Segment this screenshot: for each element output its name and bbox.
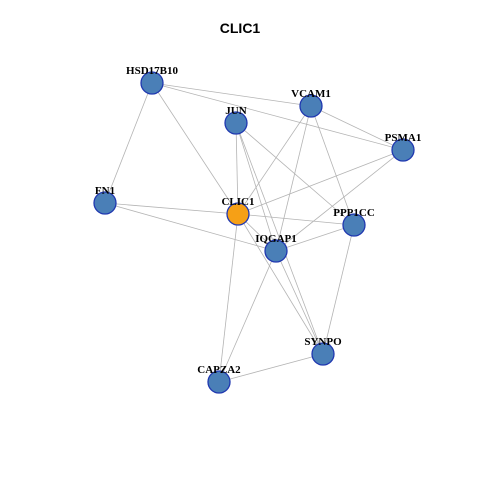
edge-hsd17b10-fn1 (104, 82, 153, 204)
node-clic1 (226, 202, 250, 226)
edge-iqgap1-synpo (275, 250, 324, 355)
node-label-jun: JUN (225, 105, 246, 117)
node-iqgap1 (264, 239, 288, 263)
node-label-capza2: CAPZA2 (197, 364, 241, 376)
node-synpo (311, 342, 335, 366)
edge-psma1-clic1 (237, 149, 404, 215)
node-label-clic1: CLIC1 (221, 196, 254, 208)
node-fn1 (93, 191, 117, 215)
edge-vcam1-iqgap1 (275, 105, 312, 252)
node-vcam1 (299, 94, 323, 118)
edge-fn1-clic1 (104, 202, 239, 215)
edge-iqgap1-ppp1cc (275, 224, 355, 252)
edge-synpo-capza2 (218, 353, 324, 383)
edge-clic1-capza2 (218, 213, 239, 383)
node-label-fn1: FN1 (95, 185, 115, 197)
node-label-iqgap1: IQGAP1 (255, 233, 297, 245)
edge-layer (104, 82, 404, 383)
node-layer (93, 71, 415, 394)
edge-clic1-ppp1cc (237, 213, 355, 226)
node-label-psma1: PSMA1 (385, 132, 422, 144)
edge-vcam1-clic1 (237, 105, 312, 215)
edge-hsd17b10-vcam1 (151, 82, 312, 107)
edge-psma1-iqgap1 (275, 149, 404, 252)
edge-vcam1-psma1 (310, 105, 404, 151)
diagram-title: CLIC1 (219, 20, 261, 36)
node-psma1 (391, 138, 415, 162)
edge-hsd17b10-clic1 (151, 82, 239, 215)
node-label-hsd17b10: HSD17B10 (126, 65, 178, 77)
edge-hsd17b10-psma1 (151, 82, 404, 151)
edge-ppp1cc-synpo (322, 224, 355, 355)
node-label-ppp1cc: PPP1CC (333, 207, 375, 219)
edge-vcam1-ppp1cc (310, 105, 355, 226)
node-capza2 (207, 370, 231, 394)
node-label-vcam1: VCAM1 (291, 88, 331, 100)
edge-clic1-synpo (237, 213, 324, 355)
edge-fn1-iqgap1 (104, 202, 277, 252)
edge-iqgap1-capza2 (218, 250, 277, 383)
edge-jun-clic1 (235, 122, 239, 215)
node-label-synpo: SYNPO (304, 336, 342, 348)
edge-jun-ppp1cc (235, 122, 355, 226)
edge-jun-synpo (235, 122, 324, 355)
node-ppp1cc (342, 213, 366, 237)
node-hsd17b10 (140, 71, 164, 95)
node-jun (224, 111, 248, 135)
